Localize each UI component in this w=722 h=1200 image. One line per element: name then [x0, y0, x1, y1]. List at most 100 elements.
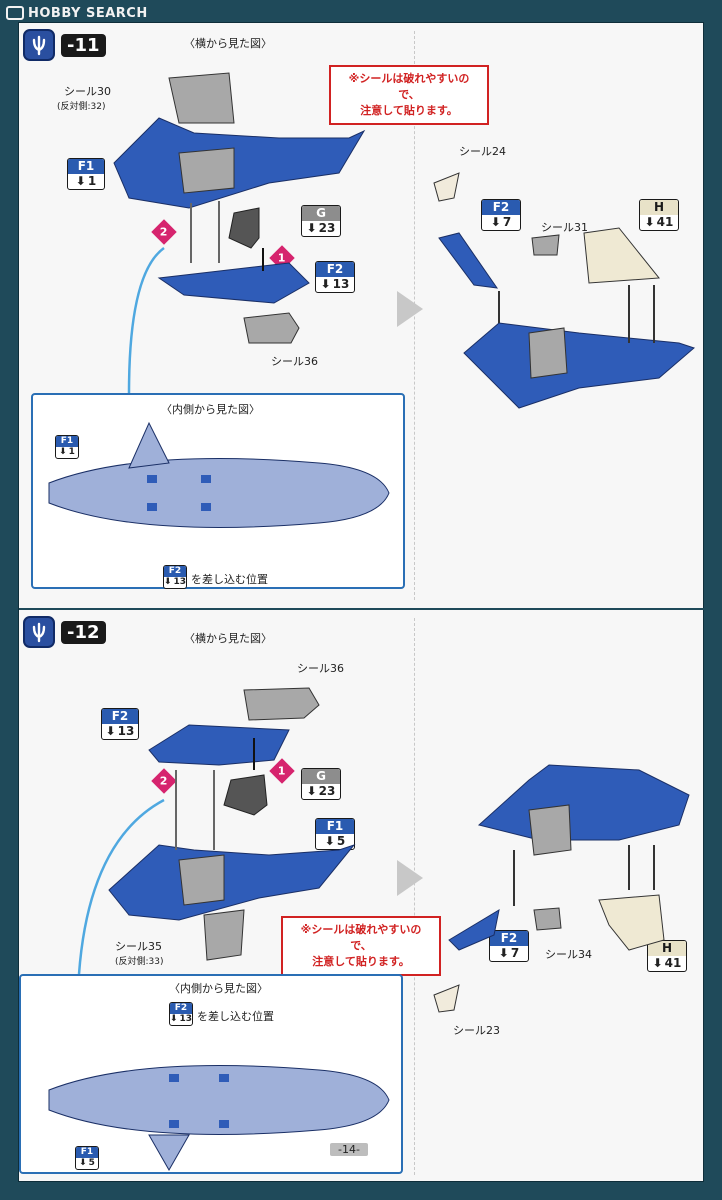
- side-view-label: 〈横から見た図〉: [184, 37, 272, 50]
- seal-23-part: [433, 984, 460, 1013]
- instruction-page: -11 〈横から見た図〉 ※シールは破れやすいので、 注意して貼ります。 シール…: [18, 22, 705, 1183]
- seal-warning: ※シールは破れやすいので、 注意して貼ります。: [329, 65, 489, 125]
- inset-callout-line: [77, 798, 165, 975]
- insert-slot: [201, 475, 211, 483]
- insert-slot: [147, 475, 157, 483]
- G-part: [228, 207, 260, 249]
- part-name: F1: [56, 436, 78, 447]
- seal-36-part: [243, 687, 320, 721]
- step-11-section: -11 〈横から見た図〉 ※シールは破れやすいので、 注意して貼ります。 シール…: [19, 23, 705, 608]
- seal-36-label: シール36: [271, 355, 318, 368]
- seal-35-opposite-label: (反対側:33): [115, 957, 164, 967]
- seal-31-label: シール31: [541, 221, 588, 234]
- part-F2-7-tag: F2 ⬇7: [489, 930, 529, 962]
- seal-36-label: シール36: [297, 662, 344, 675]
- warning-line-2: 注意して貼ります。: [360, 104, 458, 117]
- part-number: ⬇7: [490, 215, 512, 229]
- F2-plate-part: [148, 724, 290, 766]
- next-arrow-icon: [397, 291, 423, 327]
- seal-warning: ※シールは破れやすいので、 注意して貼ります。: [281, 916, 441, 976]
- part-G-tag: G ⬇23: [301, 768, 341, 800]
- thumb-press-icon: ⬇: [79, 1158, 87, 1168]
- part-number: ⬇41: [644, 215, 674, 229]
- thumb-press-icon: ⬇: [644, 215, 655, 229]
- thumb-press-icon: ⬇: [75, 174, 86, 188]
- part-number: ⬇1: [59, 447, 75, 457]
- insert-slot: [219, 1074, 229, 1082]
- inner-view-label: 〈内側から見た図〉: [161, 403, 260, 416]
- part-number: ⬇23: [306, 784, 336, 798]
- next-arrow-icon: [397, 860, 423, 896]
- part-name: F2: [102, 709, 138, 724]
- inset-ship-body: [48, 1065, 390, 1135]
- part-number: ⬇1: [75, 174, 97, 188]
- part-name: F1: [316, 819, 354, 834]
- seal-35-label: シール35: [115, 940, 162, 953]
- warning-line-1: ※シールは破れやすいので、: [300, 923, 422, 952]
- hand-tool-icon: [23, 29, 55, 61]
- H-part: [583, 227, 660, 284]
- thumb-press-icon: ⬇: [320, 277, 331, 291]
- part-name: G: [302, 206, 340, 221]
- thumb-press-icon: ⬇: [490, 215, 501, 229]
- inset-ship-fin: [148, 1134, 190, 1172]
- assembled-wing: [463, 322, 695, 409]
- seal-30-part: [168, 72, 235, 124]
- part-number: ⬇13: [169, 1014, 193, 1024]
- page-number: -14-: [330, 1143, 368, 1156]
- insert-slot: [219, 1120, 229, 1128]
- part-H-tag: H ⬇41: [639, 199, 679, 231]
- F2-7-part: [448, 908, 500, 951]
- part-name: F1: [68, 159, 104, 174]
- hand-tool-icon: [23, 616, 55, 648]
- part-F1-tag: F1 ⬇1: [67, 158, 105, 190]
- thumb-press-icon: ⬇: [105, 724, 116, 738]
- thumb-press-icon: ⬇: [324, 834, 335, 848]
- thumb-press-icon: ⬇: [652, 956, 663, 970]
- thumb-press-icon: ⬇: [306, 784, 317, 798]
- assembled-gray-panel: [528, 327, 568, 379]
- insert-slot: [201, 503, 211, 511]
- part-number: ⬇13: [105, 724, 135, 738]
- F2-7-part: [438, 232, 499, 289]
- insert-slot: [169, 1074, 179, 1082]
- assembled-wing: [477, 764, 690, 841]
- seal-24-label: シール24: [459, 145, 506, 158]
- seal-31-part: [531, 234, 560, 256]
- part-name: F2: [482, 200, 520, 215]
- part-name: G: [302, 769, 340, 784]
- part-F2-tag: F2 ⬇13: [315, 261, 355, 293]
- part-F2-7-tag: F2 ⬇7: [481, 199, 521, 231]
- part-number: ⬇23: [306, 221, 336, 235]
- part-G-tag: G ⬇23: [301, 205, 341, 237]
- thumb-press-icon: ⬇: [163, 577, 172, 587]
- inner-view-label: 〈内側から見た図〉: [169, 982, 268, 995]
- seal-23-label: シール23: [453, 1024, 500, 1037]
- step-11-illustration: [48, 72, 695, 528]
- thumb-press-icon: ⬇: [59, 447, 67, 457]
- side-view-label: 〈横から見た図〉: [184, 632, 272, 645]
- inset-part-F2-tag: F2 ⬇13: [163, 565, 187, 589]
- F1-wing-part: [108, 843, 356, 921]
- F2-plate-part: [157, 262, 310, 304]
- part-number: ⬇13: [320, 277, 350, 291]
- seal-34-label: シール34: [545, 948, 592, 961]
- seal-30-opposite-label: (反対側:32): [57, 102, 106, 112]
- inset-ship-body: [48, 458, 390, 528]
- inset-part-F2-tag: F2 ⬇13: [169, 1002, 193, 1026]
- step-12-section: -12 〈横から見た図〉 シール36 F2 ⬇13 G ⬇23 F1 ⬇5 2 …: [19, 608, 705, 1183]
- assembled-gray-panel: [528, 804, 572, 856]
- inset-ship-fin: [128, 421, 170, 469]
- seal-30-label: シール30: [64, 85, 111, 98]
- step-11-badge: -11: [23, 29, 106, 61]
- thumb-press-icon: ⬇: [306, 221, 317, 235]
- part-name: F2: [316, 262, 354, 277]
- insert-slot: [147, 503, 157, 511]
- part-number: ⬇5: [79, 1158, 95, 1168]
- seal-34-part: [533, 907, 562, 931]
- hobby-search-watermark: HOBBY SEARCH: [6, 4, 148, 22]
- step-12-badge: -12: [23, 616, 106, 648]
- seal-36-part: [243, 312, 300, 344]
- insert-position-label: を差し込む位置: [191, 573, 268, 586]
- insert-slot: [169, 1120, 179, 1128]
